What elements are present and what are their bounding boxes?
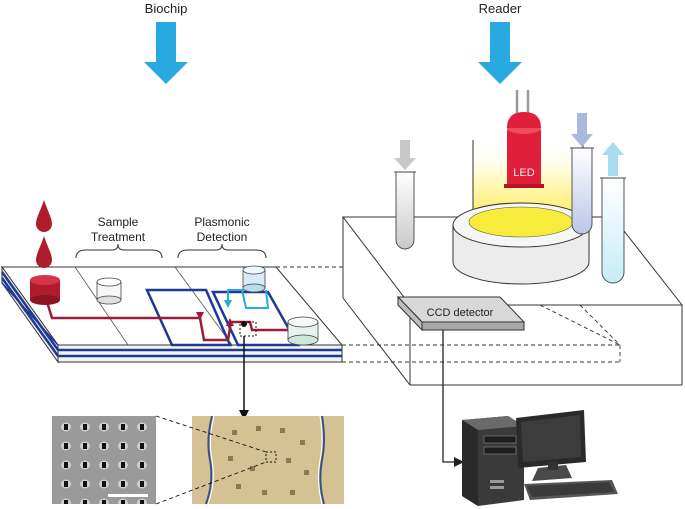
led-label: LED	[513, 167, 534, 179]
test-tube-gray	[394, 171, 416, 250]
ccd-detector	[396, 295, 526, 332]
plasmonic-detection-brace	[177, 243, 267, 259]
ccd-detector-label: CCD detector	[427, 307, 494, 319]
ccd-to-computer-arrowhead	[454, 457, 464, 467]
plasmonic-detection-label-1: Plasmonic	[194, 215, 249, 229]
tube-gray-down-arrow	[394, 140, 416, 170]
tube-blue-down-arrow	[571, 113, 593, 147]
biochip-title: Biochip	[145, 1, 188, 16]
computer-tower-icon	[462, 416, 524, 506]
test-tube-cyan	[600, 177, 626, 284]
tube-cyan-up-arrow	[602, 142, 624, 176]
blood-drop-icon	[36, 200, 52, 232]
sample-treatment-label-2: Treatment	[91, 230, 146, 244]
nanohole-micrograph	[52, 416, 156, 504]
monitor-icon	[516, 410, 586, 481]
detection-reservoir	[242, 265, 266, 293]
led-icon	[504, 90, 544, 188]
biochip-down-arrow	[144, 22, 188, 84]
treatment-reservoir	[96, 277, 122, 305]
sample-treatment-brace	[75, 243, 163, 259]
zoom-guide-top	[155, 415, 267, 453]
plasmonic-detection-label-2: Detection	[197, 230, 248, 244]
sample-stage	[452, 202, 590, 285]
blood-drop-icon	[36, 236, 52, 268]
waste-reservoir	[287, 316, 319, 346]
keyboard-icon	[524, 480, 618, 500]
sample-reservoir	[30, 275, 60, 305]
detection-to-inset-arrowhead	[239, 410, 249, 420]
optical-micrograph	[192, 415, 344, 505]
zoom-guide-bottom	[155, 461, 267, 505]
test-tube-blue	[570, 147, 594, 235]
sample-treatment-label-1: Sample	[98, 215, 139, 229]
chip-slot-guides	[276, 266, 621, 363]
reader-down-arrow	[478, 22, 522, 84]
ccd-to-computer-line	[442, 330, 456, 463]
reader-title: Reader	[479, 1, 522, 16]
